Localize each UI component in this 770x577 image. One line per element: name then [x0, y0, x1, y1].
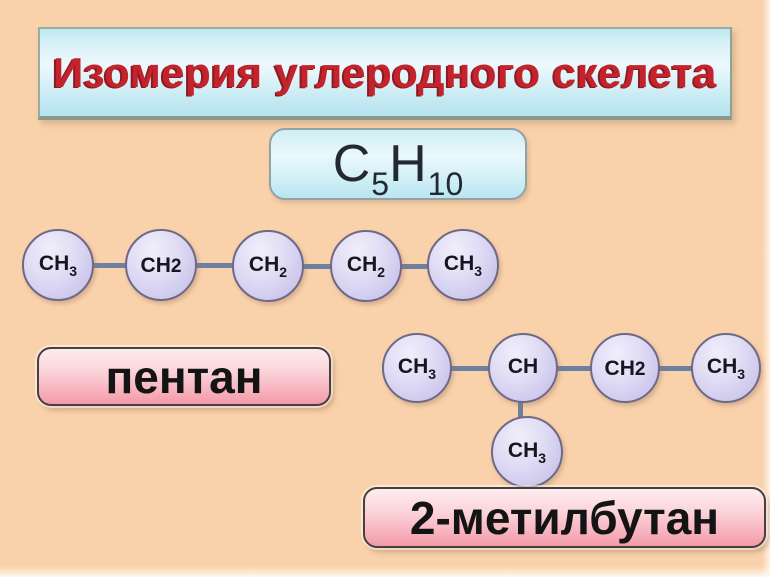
atom-label: CH3 — [397, 354, 437, 382]
bond-line — [656, 366, 695, 371]
formula-subscript-10: 10 — [427, 166, 464, 202]
atom-circle-branch: CH3 — [491, 416, 563, 488]
atom-circle: CH2 — [232, 230, 304, 302]
bond-line — [554, 366, 594, 371]
slide-edge-highlight — [762, 0, 770, 577]
atom-label: CH2 — [604, 356, 646, 380]
atom-label: CH3 — [38, 251, 78, 279]
atom-label: CH — [507, 354, 539, 378]
atom-circle: CH3 — [22, 229, 94, 301]
atom-circle: CH2 — [590, 333, 660, 403]
methylbutane-label-text: 2-метилбутан — [409, 491, 720, 544]
pentane-label-box: пентан — [37, 347, 331, 406]
bond-line-vertical — [518, 398, 523, 421]
formula-element-c: C — [332, 135, 372, 193]
atom-circle: CH3 — [382, 333, 452, 403]
slide-title: Изомерия углеродного скелета — [53, 48, 717, 96]
atom-label: CH2 — [346, 252, 386, 280]
atom-circle: CH2 — [330, 230, 402, 302]
atom-label: CH3 — [706, 354, 746, 382]
formula-box: C5H10 — [269, 128, 527, 200]
atom-circle: CH3 — [427, 229, 499, 301]
methylbutane-label-box: 2-метилбутан — [363, 487, 766, 548]
bond-line — [298, 264, 335, 269]
atom-circle: CH3 — [691, 333, 761, 403]
molecular-formula: C5H10 — [332, 135, 464, 200]
atom-label: CH3 — [507, 438, 547, 466]
atom-circle: CH — [488, 333, 558, 403]
formula-element-h: H — [389, 135, 428, 193]
atom-circle: CH2 — [125, 229, 197, 301]
formula-subscript-5: 5 — [371, 166, 390, 202]
bond-line — [448, 366, 493, 371]
atom-label: CH3 — [443, 251, 483, 279]
slide-edge-highlight — [0, 566, 770, 577]
atom-label: CH2 — [248, 252, 288, 280]
atom-label: CH2 — [140, 253, 182, 277]
pentane-label-text: пентан — [105, 350, 263, 403]
title-box: Изомерия углеродного скелета — [38, 27, 732, 120]
bond-line — [88, 263, 130, 268]
bond-line — [396, 264, 432, 269]
bond-line — [192, 263, 237, 268]
